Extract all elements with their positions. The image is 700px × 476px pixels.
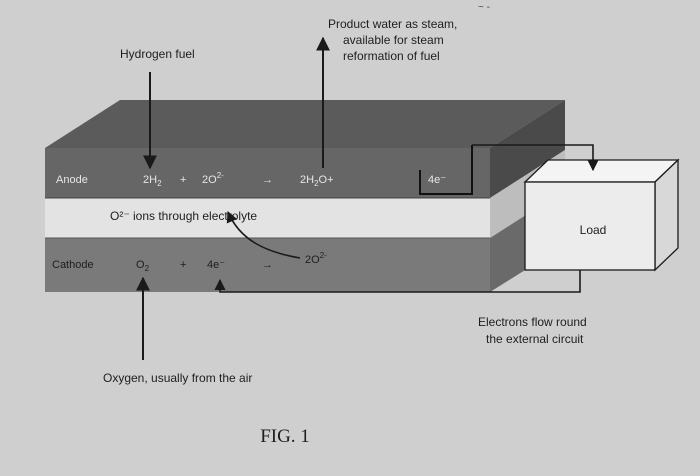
electrons-flow-label-line1: Electrons flow round [478, 315, 587, 329]
product-water-label-line3: reformation of fuel [343, 49, 440, 63]
ions-through-electrolyte-label: O²⁻ ions through electrolyte [110, 209, 257, 223]
circuit-wire-bottom [214, 270, 581, 293]
oxygen-label: Oxygen, usually from the air [103, 371, 252, 385]
anode-side-face [490, 100, 565, 198]
anode-electron-box [419, 145, 473, 195]
ion-flow-arrow [226, 210, 301, 259]
product-water-label-line1: Product water as steam, [328, 17, 457, 31]
figure-caption: FIG. 1 [260, 426, 310, 447]
product-water-label-line2: available for steam [343, 33, 444, 47]
load-label: Load [580, 223, 607, 237]
scribble-mark: ~ - [478, 2, 490, 13]
anode-label: Anode [56, 174, 88, 186]
anode-electrons-label: 4e⁻ [428, 174, 446, 186]
cathode-o2-ion: 2O2- [305, 251, 327, 266]
load-box [524, 181, 656, 271]
anode-o2-ion: 2O2- [202, 171, 224, 186]
circuit-wire-top [472, 144, 599, 172]
electrolyte-layer [45, 198, 490, 238]
cathode-arrow: → [262, 259, 273, 271]
electrons-flow-label-line2: the external circuit [486, 332, 584, 346]
hydrogen-fuel-label: Hydrogen fuel [120, 47, 195, 61]
cathode-layer [45, 238, 490, 292]
anode-arrow: → [262, 174, 273, 186]
anode-layer [45, 148, 490, 198]
slab-top-face [45, 100, 565, 148]
cathode-label: Cathode [52, 259, 94, 271]
anode-plus: + [180, 174, 186, 186]
cathode-o2: O2 [136, 259, 150, 273]
anode-h2: 2H2 [143, 174, 162, 188]
load-box-top [523, 159, 680, 183]
cathode-plus: + [180, 259, 186, 271]
cathode-electrons: 4e⁻ [207, 259, 225, 271]
anode-water: 2H2O+ [300, 174, 334, 188]
